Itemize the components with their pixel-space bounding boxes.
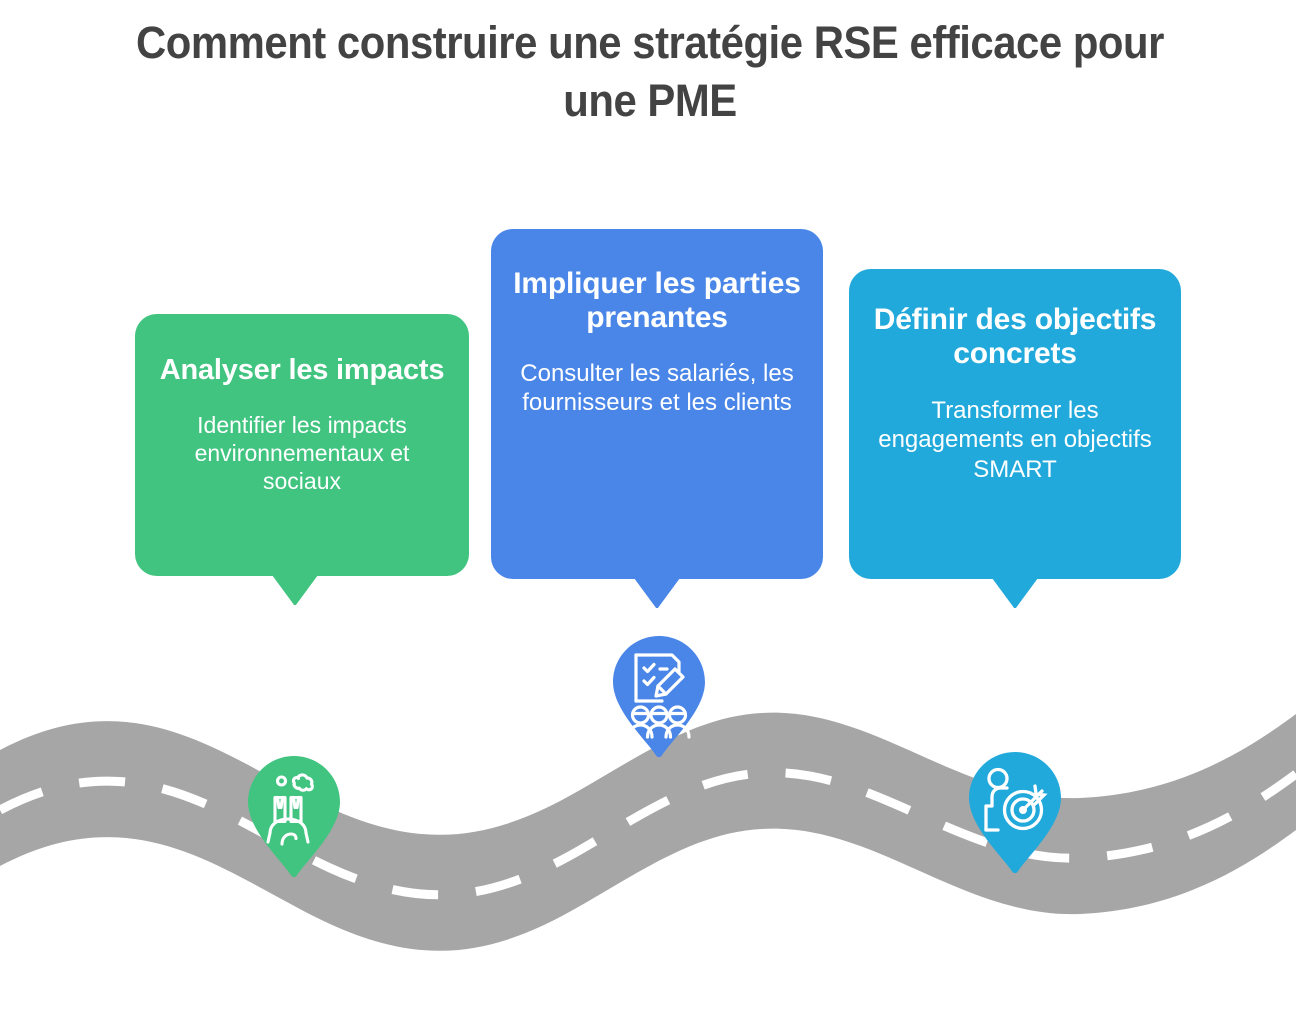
map-pin-analyser-les-impacts[interactable] <box>248 756 340 878</box>
factory-emissions-icon <box>266 773 314 846</box>
road-surface <box>0 712 1296 951</box>
card-pointer-tail <box>634 578 680 608</box>
step-card-impliquer-les-parties-prenantes[interactable]: Impliquer les parties prenantes Consulte… <box>491 229 823 608</box>
pin-shape <box>248 756 340 878</box>
step-card-description: Consulter les salariés, les fournisseurs… <box>520 359 794 417</box>
step-card-title: Impliquer les parties prenantes <box>513 267 801 334</box>
step-card-description: Transformer les engagements en objectifs… <box>878 396 1152 483</box>
person-target-arrow-icon <box>984 767 1048 832</box>
step-card-title: Définir des objectifs concrets <box>873 303 1157 370</box>
page-title: Comment construire une stratégie RSE eff… <box>136 17 1176 126</box>
pin-shape <box>969 752 1061 874</box>
map-pin-definir-des-objectifs-concrets[interactable] <box>969 752 1061 874</box>
step-card-definir-des-objectifs-concrets[interactable]: Définir des objectifs concrets Transform… <box>849 269 1181 608</box>
survey-checklist-people-icon <box>627 653 691 739</box>
step-card-title: Analyser les impacts <box>159 354 445 386</box>
step-card-description: Identifier les impacts environnementaux … <box>194 411 410 495</box>
step-card-analyser-les-impacts[interactable]: Analyser les impacts Identifier les impa… <box>135 314 469 605</box>
card-pointer-tail <box>272 575 318 605</box>
map-pin-impliquer-les-parties-prenantes[interactable] <box>613 636 705 758</box>
card-pointer-tail <box>992 578 1038 608</box>
